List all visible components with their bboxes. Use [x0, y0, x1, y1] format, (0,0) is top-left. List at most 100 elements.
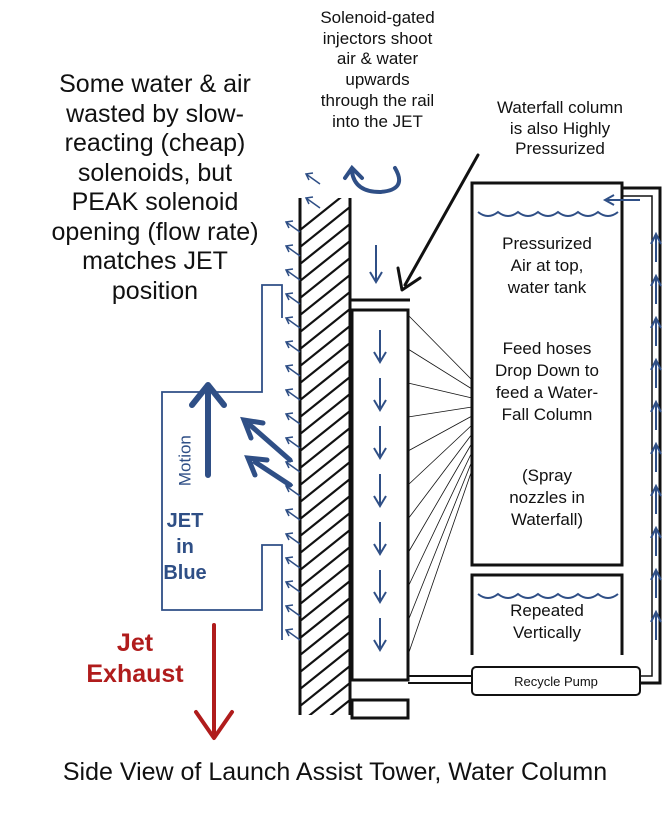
spray-arrow [284, 436, 301, 449]
up-arrow [650, 525, 662, 556]
spray-arrow [284, 628, 301, 641]
up-arrow [650, 567, 662, 598]
spray-arrow [284, 340, 301, 353]
waterfall-column [350, 298, 410, 720]
thrust-arrow-upper [240, 416, 293, 463]
feed-hose [407, 406, 473, 418]
hatch-line [300, 648, 350, 690]
up-arrow [650, 273, 662, 304]
feed-hose [407, 314, 473, 381]
spray-arrow [284, 556, 301, 569]
hatch-line [300, 325, 350, 367]
feed-hose [407, 469, 473, 656]
feed-hose [407, 382, 473, 399]
hatch-line [300, 495, 350, 537]
tank-spray-label: (Spray nozzles in Waterfall) [509, 466, 585, 530]
spray-arrow [284, 220, 301, 233]
down-arrow [373, 522, 387, 556]
tank-top-label: Pressurized Air at top, water tank [502, 234, 592, 298]
repeated-tank [470, 573, 624, 655]
hatch-line [300, 512, 350, 554]
tank-repeat-label: Repeated Vertically [510, 601, 584, 643]
spray-arrow [284, 508, 301, 521]
hatch-line [300, 308, 350, 350]
hatch-line [300, 274, 350, 316]
up-arrow [650, 441, 662, 472]
hatch-line [300, 393, 350, 435]
spray-arrow [284, 604, 301, 617]
hatch-line [300, 198, 342, 231]
spray-arrow [284, 532, 301, 545]
hatch-line [300, 359, 350, 401]
water-tank [470, 181, 624, 567]
down-arrow [373, 330, 387, 364]
motion-label: Motion [175, 435, 195, 487]
spray-arrow [284, 268, 301, 281]
hatch-line [300, 427, 350, 469]
waste-note: Some water & air wasted by slow- reactin… [51, 70, 259, 305]
spray-arrow [284, 484, 301, 497]
recycle-arrows [650, 231, 662, 640]
hatch-line [300, 478, 350, 520]
down-arrow [373, 426, 387, 460]
pointer-arrow [396, 153, 480, 292]
hatch-line [300, 546, 350, 588]
spray-arrow [284, 412, 301, 425]
hatch-line [308, 682, 350, 715]
up-arrow [650, 483, 662, 514]
exhaust-label: Jet Exhaust [86, 629, 184, 689]
up-arrow [650, 609, 662, 640]
feed-hose [407, 451, 473, 588]
hatch-line [300, 342, 350, 384]
down-arrow [373, 378, 387, 412]
hatch-line [300, 580, 350, 622]
spray-arrow [284, 292, 301, 305]
hatch-line [300, 529, 350, 571]
hatch-line [329, 699, 350, 715]
hatch-line [300, 717, 350, 757]
feed-hoses [407, 314, 473, 656]
hatch-line [300, 597, 350, 639]
hatch-line [300, 563, 350, 605]
feed-hose [407, 424, 473, 486]
spray-arrow [284, 460, 301, 473]
rail [298, 198, 352, 757]
spray-arrow [304, 196, 321, 209]
recycle-pump-label: Recycle Pump [514, 674, 598, 689]
exhaust-arrow [194, 623, 234, 740]
hatch-line [300, 240, 350, 282]
down-arrow [373, 474, 387, 508]
recycle-pump-box [471, 666, 641, 696]
hatch-line [300, 291, 350, 333]
hatch-line [300, 461, 350, 503]
recycle-loop [408, 186, 662, 696]
feed-hose [407, 433, 473, 520]
spray-arrow [304, 172, 321, 185]
hatch-line [300, 631, 350, 673]
feed-hose [407, 442, 473, 554]
motion-arrow [189, 382, 227, 478]
up-arrow [650, 399, 662, 430]
spray-arrow [284, 388, 301, 401]
down-arrow [373, 570, 387, 604]
hatch-line [300, 206, 350, 248]
injectors-note: Solenoid-gated injectors shoot air & wat… [320, 8, 435, 131]
feed-hose [407, 415, 473, 452]
up-arrow [650, 315, 662, 346]
down-arrow [373, 618, 387, 652]
hatch-line [300, 614, 350, 656]
feed-hose [407, 460, 473, 622]
jet-label: JET in Blue [163, 510, 207, 584]
waterfall-note: Waterfall column is also Highly Pressuri… [497, 98, 623, 159]
diagram-title: Side View of Launch Assist Tower, Water … [62, 758, 608, 786]
up-arrow [650, 357, 662, 388]
water-surface [477, 210, 619, 217]
swirl-arrow [343, 164, 401, 195]
thrust-arrow-lower [244, 455, 293, 488]
hatch-line [300, 257, 350, 299]
hatch-line [300, 223, 350, 265]
hatch-line [300, 376, 350, 418]
rail-hatching [300, 198, 350, 757]
waterfall-arrows [373, 330, 387, 652]
